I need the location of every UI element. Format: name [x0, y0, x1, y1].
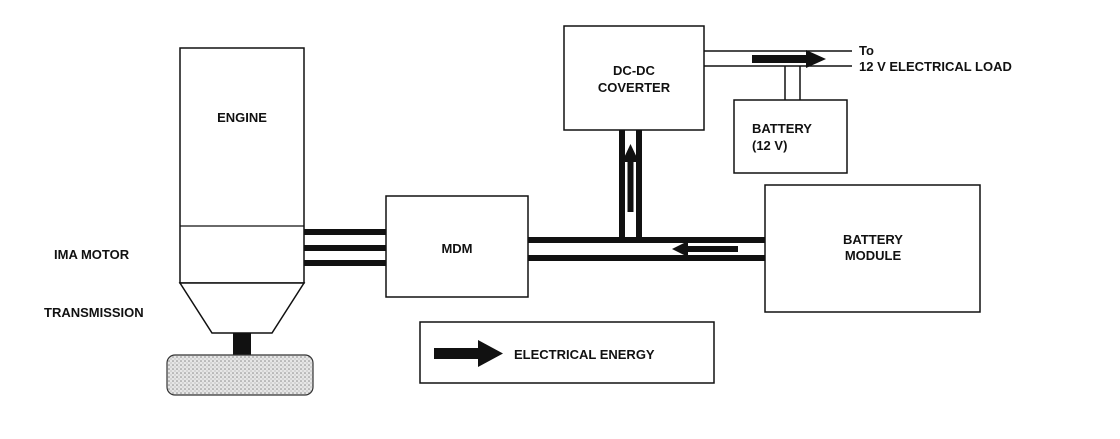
battery12-leads [784, 66, 801, 100]
engine-label: ENGINE [217, 110, 267, 125]
battery12-label-line2: (12 V) [752, 138, 787, 153]
ima-motor-label: IMA MOTOR [54, 247, 130, 262]
dcdc-label-line1: DC-DC [613, 63, 655, 78]
wheel [166, 354, 314, 396]
transmission-label: TRANSMISSION [44, 305, 144, 320]
engine-assembly: ENGINE [166, 47, 314, 396]
dcdc-riser [619, 130, 642, 240]
legend-label: ELECTRICAL ENERGY [514, 347, 655, 362]
load-label-line1: To [859, 43, 874, 58]
dcdc-converter-box [563, 25, 705, 131]
transmission-housing [178, 282, 306, 334]
battery-12v-box [733, 99, 848, 174]
load-label-line2: 12 V ELECTRICAL LOAD [859, 59, 1012, 74]
main-bus [528, 237, 765, 261]
bus-energy-arrow [672, 241, 740, 257]
dcdc-label-line2: COVERTER [598, 80, 671, 95]
motor-mdm-cables [304, 229, 386, 266]
battery-module-label-line1: BATTERY [843, 232, 903, 247]
legend: ELECTRICAL ENERGY [419, 321, 715, 384]
battery-module-box [764, 184, 981, 313]
mdm-label: MDM [441, 241, 472, 256]
engine-block [179, 47, 305, 284]
battery-module-label-line2: MODULE [845, 248, 902, 263]
riser-energy-arrow [622, 142, 639, 214]
mdm-box [385, 195, 529, 298]
load-lines [704, 50, 852, 67]
drive-shaft [233, 333, 251, 356]
battery12-label-line1: BATTERY [752, 121, 812, 136]
load-energy-arrow [752, 50, 826, 68]
legend-arrow-icon [434, 340, 503, 367]
